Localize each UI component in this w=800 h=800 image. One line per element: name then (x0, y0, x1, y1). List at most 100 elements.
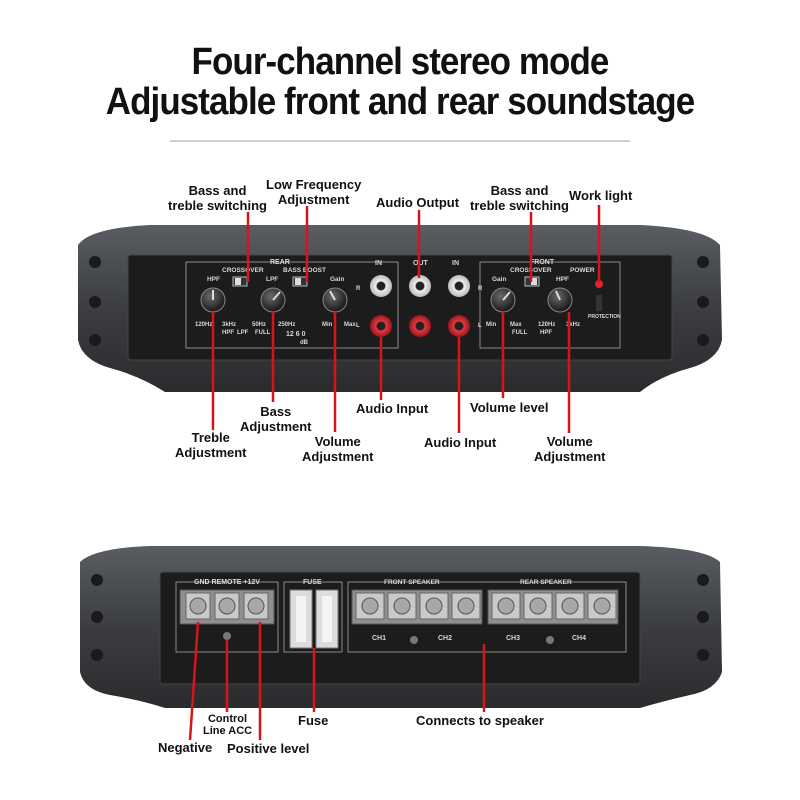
label-protection: PROTECTION (588, 314, 621, 320)
label-front-speaker: FRONT SPEAKER (384, 579, 440, 586)
callout-audio-output-text: Audio Output (376, 195, 460, 210)
callout-fuse-text: Fuse (298, 713, 329, 728)
fuse-holder[interactable] (289, 589, 339, 649)
callout-bass-treble-switching-right: Bass and treble switching (470, 183, 569, 213)
label-hpf-rear: HPF (207, 276, 220, 283)
label-120hz-rear: 120Hz (195, 322, 212, 328)
speaker-terminal-block-rear[interactable] (487, 589, 619, 625)
label-lpf-rear-2: LPF (237, 330, 249, 336)
power-terminal-block[interactable] (179, 589, 275, 625)
label-bass-boost: BASS BOOST (283, 267, 326, 274)
callout-volume-level-text: Volume level (470, 400, 549, 415)
knob-volume-adjustment-front[interactable] (547, 287, 573, 313)
label-crossover-rear: CROSSOVER (222, 267, 264, 274)
label-50hz: 50Hz (252, 322, 266, 328)
label-front: FRONT (530, 259, 555, 266)
label-gnd-remote-12v: GND REMOTE +12V (194, 579, 260, 586)
headline-line-1: Four-channel stereo mode (191, 41, 610, 83)
label-3khz-front: 3kHz (566, 322, 580, 328)
callout-bass-adjustment-text: Bass Adjustment (240, 404, 312, 434)
label-gain-rear: Gain (330, 276, 344, 283)
callout-positive-level: Positive level (227, 741, 309, 756)
switch-crossover-rear[interactable] (232, 276, 248, 287)
callout-volume-level: Volume level (470, 400, 549, 415)
callout-audio-input-left: Audio Input (356, 401, 428, 416)
callout-control-line-acc-text: Control Line ACC (203, 713, 253, 737)
label-db-values: 12 6 0 (286, 331, 306, 338)
callout-low-frequency-adjustment-text: Low Frequency Adjustment (266, 177, 362, 207)
callout-connects-to-speaker: Connects to speaker (416, 713, 544, 728)
label-r-front: R (478, 286, 483, 292)
callout-treble-adjustment-text: Treble Adjustment (175, 430, 247, 460)
callout-audio-output: Audio Output (376, 195, 459, 210)
top-leader-lines (211, 205, 601, 433)
label-max-front: Max (510, 322, 522, 328)
callout-volume-adjustment-left-text: Volume Adjustment (302, 434, 374, 464)
knob-volume-adjustment-rear[interactable] (322, 287, 348, 313)
callout-negative: Negative (158, 740, 212, 755)
callout-audio-input-right-text: Audio Input (424, 435, 497, 450)
callout-volume-adjustment-left: Volume Adjustment (302, 434, 374, 464)
label-full-front: FULL (512, 330, 528, 336)
rca-audio-output[interactable] (409, 275, 431, 337)
callout-work-light-text: Work light (569, 188, 633, 203)
knob-treble-adjustment[interactable] (200, 287, 226, 313)
bottom-terminal-panel (159, 571, 641, 685)
label-min-rear: Min (322, 322, 333, 328)
label-r-rear: R (356, 286, 361, 292)
label-ch3: CH3 (506, 635, 520, 642)
label-120hz-front: 120Hz (538, 322, 555, 328)
label-rear-speaker: REAR SPEAKER (520, 579, 572, 586)
label-full-rear: FULL (255, 330, 271, 336)
label-l-front: L (478, 323, 482, 329)
callout-treble-adjustment: Treble Adjustment (175, 430, 247, 460)
label-3khz-rear: 3kHz (222, 322, 236, 328)
label-gain-front: Gain (492, 276, 506, 283)
headline-line-2: Adjustable front and rear soundstage (105, 81, 695, 123)
switch-bass-boost[interactable] (292, 276, 308, 287)
bottom-leader-lines (188, 621, 486, 741)
callout-bass-treble-switching-left: Bass and treble switching (168, 183, 267, 213)
label-lpf: LPF (266, 276, 278, 283)
bottom-amplifier: GND REMOTE +12V FUSE FRONT SPEAKER REAR … (80, 546, 722, 708)
label-rear: REAR (270, 259, 290, 266)
label-min-front: Min (486, 322, 497, 328)
label-fuse-panel: FUSE (303, 579, 322, 586)
title-divider (170, 140, 630, 142)
callout-bass-adjustment: Bass Adjustment (240, 404, 312, 434)
speaker-terminal-block-front[interactable] (351, 589, 483, 625)
knob-bass-adjustment[interactable] (260, 287, 286, 313)
callout-connects-to-speaker-text: Connects to speaker (416, 713, 544, 728)
callout-fuse: Fuse (298, 713, 328, 728)
top-amplifier: REAR FRONT IN OUT IN CROSSOVER BASS BOOS… (78, 225, 722, 392)
callout-control-line-acc: Control Line ACC (203, 713, 252, 737)
label-ch1: CH1 (372, 635, 386, 642)
label-hpf-front: HPF (556, 276, 569, 283)
work-light-led (595, 280, 603, 288)
callout-work-light: Work light (569, 188, 632, 203)
label-db: dB (300, 340, 309, 346)
label-hpf-front-2: HPF (540, 330, 552, 336)
callout-volume-adjustment-right-text: Volume Adjustment (534, 434, 606, 464)
label-out: OUT (413, 260, 429, 267)
label-in-left: IN (375, 260, 382, 267)
callout-low-frequency-adjustment: Low Frequency Adjustment (266, 177, 361, 207)
label-in-right: IN (452, 260, 459, 267)
callout-audio-input-right: Audio Input (424, 435, 496, 450)
callout-volume-adjustment-right: Volume Adjustment (534, 434, 606, 464)
callout-negative-text: Negative (158, 740, 213, 755)
rca-audio-input-right[interactable] (448, 275, 470, 337)
label-hpf-rear-2: HPF (222, 330, 234, 336)
rca-audio-input-left[interactable] (370, 275, 392, 337)
label-max-rear: Max (344, 322, 356, 328)
callout-positive-level-text: Positive level (227, 741, 310, 756)
label-l-rear: L (356, 323, 360, 329)
label-250hz: 250Hz (278, 322, 295, 328)
knob-volume-level-front[interactable] (490, 287, 516, 313)
label-power: POWER (570, 267, 595, 274)
label-ch4: CH4 (572, 635, 586, 642)
label-ch2: CH2 (438, 635, 452, 642)
callout-bass-treble-switching-left-text: Bass and treble switching (168, 183, 267, 213)
callout-bass-treble-switching-right-text: Bass and treble switching (470, 183, 569, 213)
